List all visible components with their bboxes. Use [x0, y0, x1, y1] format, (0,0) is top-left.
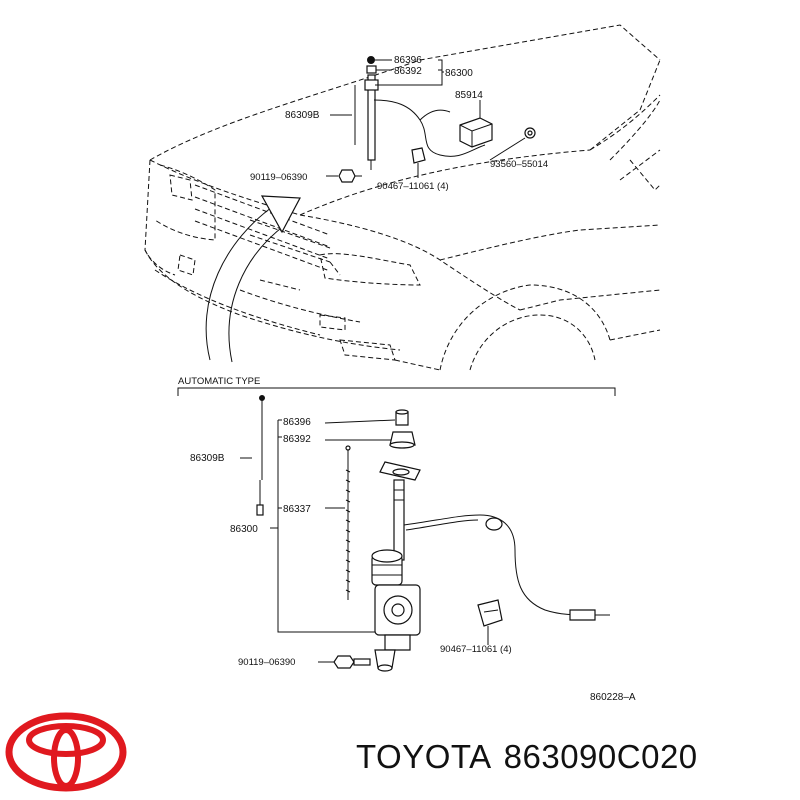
label-86396-top: 86396	[394, 55, 422, 66]
location-arrow	[205, 195, 301, 363]
toyota-logo	[5, 712, 127, 792]
figure-reference: 860228–A	[590, 692, 636, 703]
brand-part-number: TOYOTA 863090C020	[356, 738, 710, 776]
label-86392-bottom: 86392	[283, 434, 311, 445]
brand-name: TOYOTA	[356, 738, 492, 775]
label-85914-top: 85914	[455, 90, 483, 101]
label-86300-top: 86300	[445, 68, 473, 79]
label-86337-bottom: 86337	[283, 504, 311, 515]
label-86309b-top: 86309B	[285, 110, 320, 121]
label-90119-bottom: 90119–06390	[238, 657, 295, 668]
label-93560-top: 93560–55014	[490, 159, 548, 170]
section-bracket	[177, 387, 616, 396]
label-86300-bottom: 86300	[230, 524, 258, 535]
label-90467-top: 90467–11061 (4)	[377, 181, 449, 192]
label-86396-bottom: 86396	[283, 417, 311, 428]
automatic-type-heading: AUTOMATIC TYPE	[178, 376, 260, 387]
label-90119-top: 90119–06390	[250, 172, 307, 183]
label-86309b-bottom: 86309B	[190, 453, 225, 464]
top-antenna-assembly	[326, 56, 536, 183]
automatic-antenna-assembly	[240, 395, 610, 672]
part-number: 863090C020	[503, 738, 698, 775]
label-86392-top: 86392	[394, 66, 422, 77]
label-90467-bottom: 90467–11061 (4)	[440, 644, 512, 655]
vehicle-outline	[144, 24, 661, 371]
